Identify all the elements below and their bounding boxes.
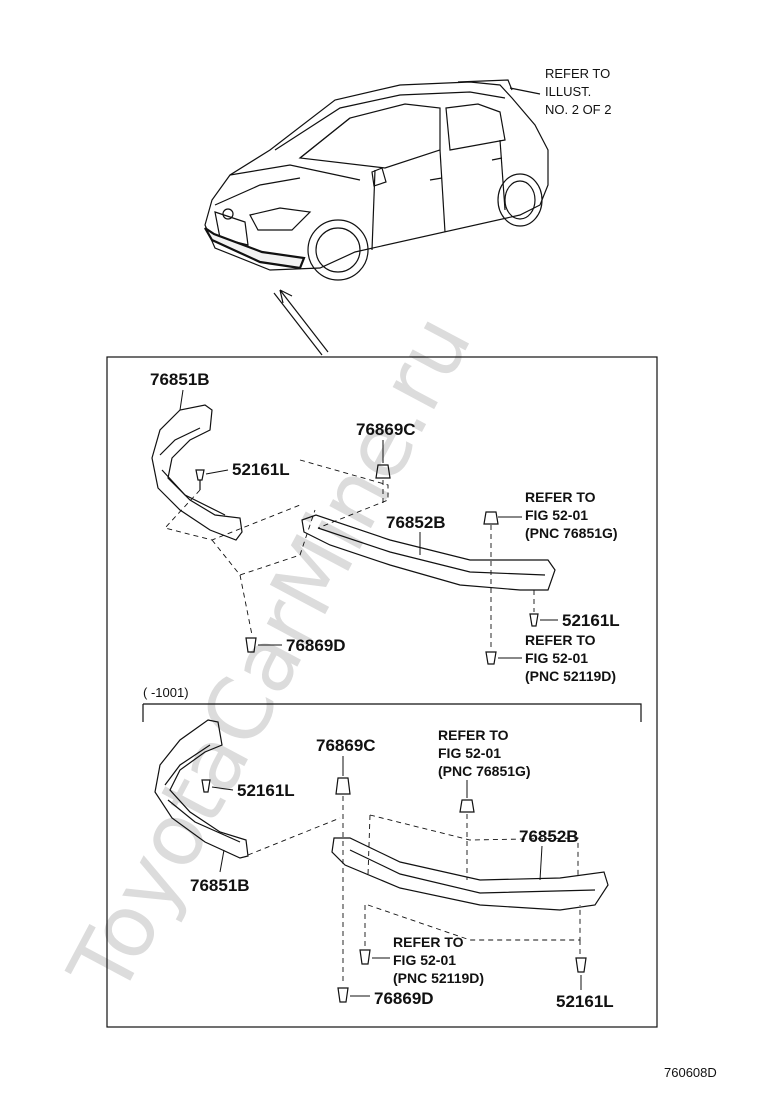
- upper-label-52161L-a: 52161L: [232, 460, 290, 479]
- upper-label-52161L-b: 52161L: [562, 611, 620, 630]
- upper-refer-b-line-1: REFER TO: [525, 632, 596, 648]
- upper-guides: [164, 459, 535, 650]
- lower-refer-a-line-2: FIG 52-01: [438, 745, 501, 761]
- upper-refer-b-line-3: (PNC 52119D): [525, 668, 616, 684]
- lower-right-spoiler: [331, 837, 609, 911]
- lower-assembly: [154, 719, 609, 1003]
- lower-label-52161L-a: 52161L: [237, 781, 295, 800]
- car-note-line-2: ILLUST.: [545, 84, 591, 99]
- upper-right-spoiler: [301, 514, 556, 591]
- lower-left-spoiler: [154, 719, 249, 859]
- lower-refer-b-line-3: (PNC 52119D): [393, 970, 484, 986]
- lower-label-76869D: 76869D: [374, 989, 434, 1008]
- lower-guides: [247, 796, 581, 985]
- diagram-code: 760608D: [664, 1065, 717, 1080]
- lower-refer-a-line-3: (PNC 76851G): [438, 763, 531, 779]
- lower-label-52161L-b: 52161L: [556, 992, 614, 1011]
- range-note: ( -1001): [143, 685, 189, 700]
- diagram-frame: [106, 356, 658, 1028]
- car-note-line-3: NO. 2 OF 2: [545, 102, 611, 117]
- upper-refer-b-line-2: FIG 52-01: [525, 650, 588, 666]
- upper-refer-a-line-3: (PNC 76851G): [525, 525, 618, 541]
- lower-label-76869C: 76869C: [316, 736, 376, 755]
- lower-section-header: ( -1001): [142, 685, 642, 722]
- upper-label-76851B: 76851B: [150, 370, 210, 389]
- lower-label-76852B: 76852B: [519, 827, 579, 846]
- car-note-line-1: REFER TO: [545, 66, 610, 81]
- watermark-text: ToyotaCarMine.ru: [50, 300, 491, 1011]
- upper-labels: 76851B 76869C 52161L 76852B REFER TO FIG…: [150, 370, 620, 684]
- upper-label-76869D: 76869D: [286, 636, 346, 655]
- upper-left-spoiler: [151, 404, 243, 541]
- pointer-arrow: [273, 289, 329, 356]
- upper-label-76869C: 76869C: [356, 420, 416, 439]
- lower-labels: 76869C REFER TO FIG 52-01 (PNC 76851G) 5…: [190, 727, 614, 1011]
- lower-label-76851B: 76851B: [190, 876, 250, 895]
- car-illustration: [204, 79, 549, 281]
- lower-refer-b-line-2: FIG 52-01: [393, 952, 456, 968]
- lower-refer-a-line-1: REFER TO: [438, 727, 509, 743]
- watermark: ToyotaCarMine.ru: [50, 300, 491, 1011]
- upper-refer-a-line-1: REFER TO: [525, 489, 596, 505]
- upper-assembly: [151, 404, 556, 665]
- upper-label-76852B: 76852B: [386, 513, 446, 532]
- car-note: REFER TO ILLUST. NO. 2 OF 2: [545, 66, 611, 117]
- upper-refer-a-line-2: FIG 52-01: [525, 507, 588, 523]
- lower-refer-b-line-1: REFER TO: [393, 934, 464, 950]
